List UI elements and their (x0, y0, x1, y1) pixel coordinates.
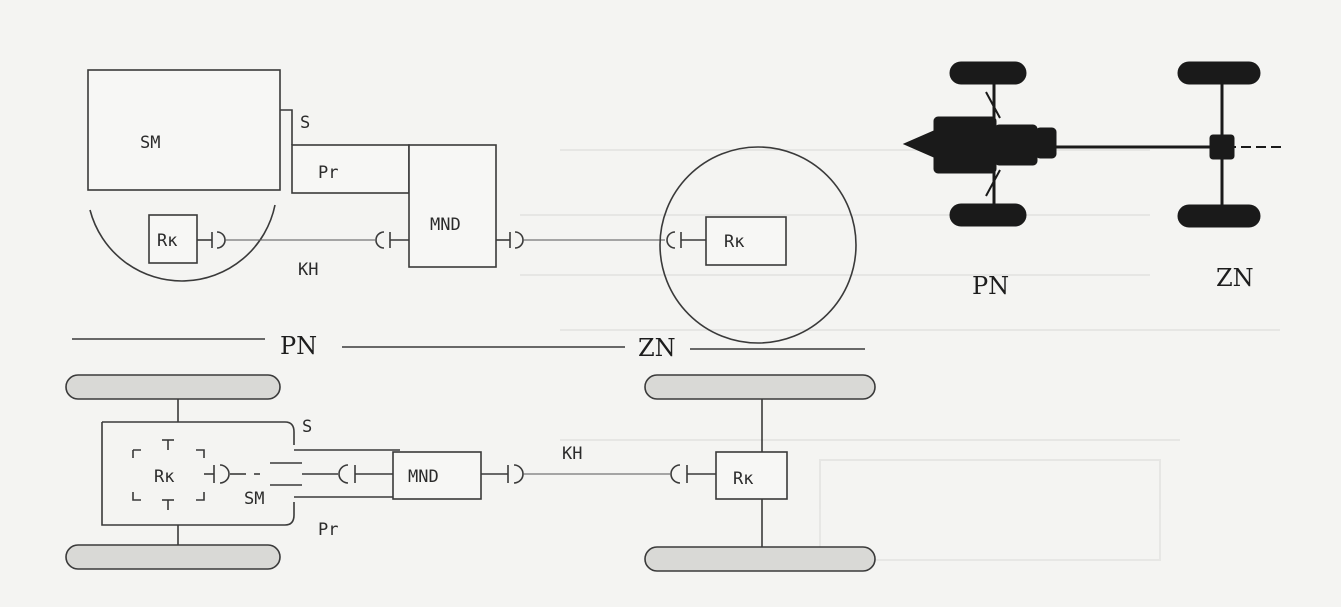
top-prop-shaft-rear (481, 464, 716, 484)
top-center-differential (392, 451, 482, 500)
photo-inset: PN ZN (902, 61, 1282, 300)
top-rear-diff-label: Rк (733, 469, 753, 489)
inset-gearbox (994, 124, 1038, 166)
inset-rear-axle-label: ZN (1216, 264, 1254, 292)
top-front-joint (204, 464, 260, 484)
inset-drive-arrow (902, 129, 937, 159)
prop-shaft-front (197, 231, 409, 249)
top-center-diff-label: MND (408, 467, 439, 487)
center-diff-label: MND (430, 215, 461, 235)
inset-front-axle-label: PN (972, 272, 1009, 300)
rear-diff-label: Rк (724, 232, 744, 252)
front-left-tire (65, 374, 281, 400)
inset-rear-left-wheel (1177, 61, 1261, 85)
gearbox-block (291, 144, 410, 194)
prop-shaft-rear (496, 231, 706, 249)
inset-rear-right-wheel (1177, 204, 1261, 228)
rear-left-tire (644, 374, 876, 400)
top-gearbox (270, 449, 400, 498)
shaft-label: KH (298, 260, 318, 280)
background-texture (520, 149, 1280, 561)
top-front-diff-label: Rк (154, 467, 174, 487)
rear-differential (705, 216, 787, 266)
front-wheel (89, 204, 276, 282)
engine-housing-bottom (101, 422, 295, 526)
top-front-differential (132, 439, 205, 510)
inset-center-diff (1035, 127, 1057, 159)
rear-right-tire (644, 546, 876, 572)
top-view: S Rк SM Pr (65, 374, 876, 572)
gearbox-label: Pr (318, 163, 338, 183)
engine-block (87, 69, 281, 191)
top-rear-differential (715, 451, 788, 500)
top-shaft-label: KH (562, 444, 582, 464)
top-engine-label: SM (244, 489, 264, 509)
top-clutch-label: S (302, 417, 312, 437)
inset-engine (933, 116, 997, 174)
top-gearbox-label: Pr (318, 520, 338, 540)
center-differential (408, 144, 497, 268)
engine-housing-top (102, 421, 295, 445)
clutch-label: S (300, 113, 310, 133)
front-diff-label: Rк (157, 231, 177, 251)
front-right-tire (65, 544, 281, 570)
engine-label: SM (140, 133, 160, 153)
rear-axle-label: ZN (638, 334, 676, 362)
front-differential (148, 214, 198, 264)
rear-wheel (659, 146, 857, 344)
inset-front-left-wheel (949, 61, 1027, 85)
clutch-housing (280, 109, 293, 145)
side-view: SM S Pr MND Rк KH (72, 69, 865, 362)
inset-rear-diff (1209, 134, 1235, 160)
front-axle-label: PN (280, 332, 317, 360)
inset-front-right-wheel (949, 203, 1027, 227)
